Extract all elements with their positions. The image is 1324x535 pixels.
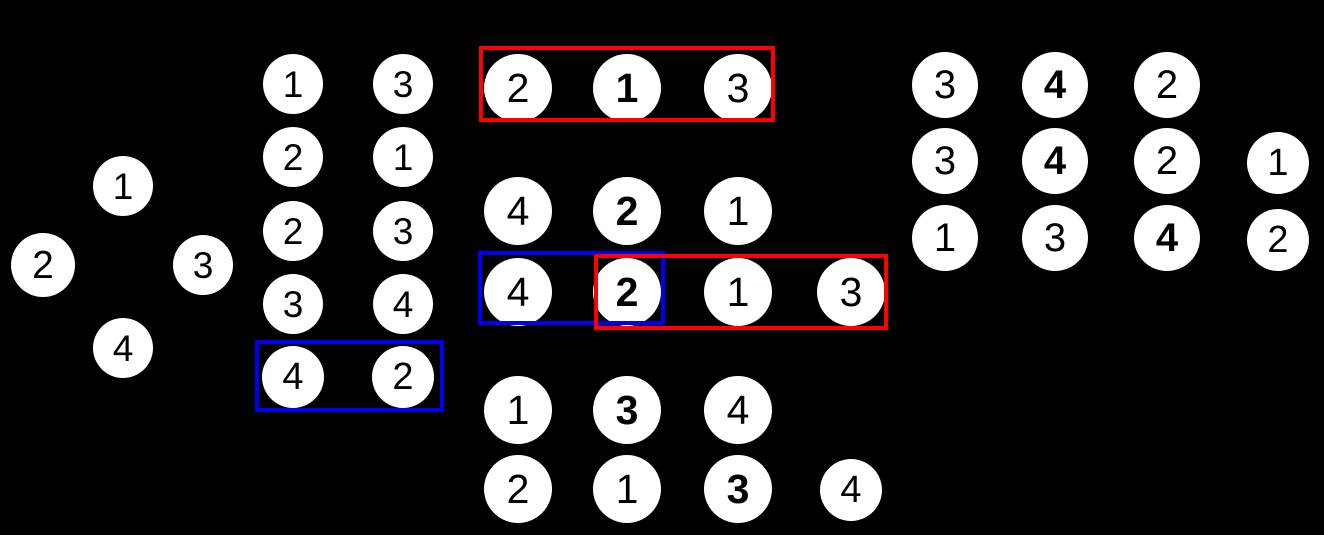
- node-2[interactable]: 2: [484, 455, 552, 523]
- node-4[interactable]: 4: [373, 274, 433, 334]
- node-1[interactable]: 1: [912, 205, 978, 271]
- node-2[interactable]: 2: [263, 127, 323, 187]
- highlight-box-red: [479, 46, 775, 122]
- highlight-box-red: [594, 254, 888, 330]
- node-4[interactable]: 4: [93, 318, 153, 378]
- highlight-box-blue: [478, 251, 665, 325]
- node-3[interactable]: 3: [593, 376, 661, 444]
- node-4[interactable]: 4: [484, 258, 552, 326]
- node-4[interactable]: 4: [820, 459, 882, 521]
- node-4[interactable]: 4: [262, 346, 324, 408]
- node-3[interactable]: 3: [373, 54, 433, 114]
- node-1[interactable]: 1: [484, 376, 552, 444]
- node-1[interactable]: 1: [704, 258, 772, 326]
- node-2[interactable]: 2: [1134, 52, 1200, 118]
- node-1[interactable]: 1: [704, 177, 772, 245]
- node-4[interactable]: 4: [704, 376, 772, 444]
- node-3[interactable]: 3: [263, 274, 323, 334]
- node-1[interactable]: 1: [593, 54, 661, 122]
- node-2[interactable]: 2: [1134, 128, 1200, 194]
- node-1[interactable]: 1: [263, 54, 323, 114]
- node-4[interactable]: 4: [1134, 205, 1200, 271]
- node-3[interactable]: 3: [373, 201, 433, 261]
- node-3[interactable]: 3: [704, 455, 772, 523]
- node-3[interactable]: 3: [173, 235, 233, 295]
- node-2[interactable]: 2: [11, 233, 75, 297]
- node-1[interactable]: 1: [93, 156, 153, 216]
- node-3[interactable]: 3: [912, 52, 978, 118]
- node-3[interactable]: 3: [817, 258, 885, 326]
- node-2[interactable]: 2: [263, 201, 323, 261]
- node-3[interactable]: 3: [704, 54, 772, 122]
- node-2[interactable]: 2: [593, 177, 661, 245]
- node-4[interactable]: 4: [1022, 52, 1088, 118]
- node-2[interactable]: 2: [484, 54, 552, 122]
- node-3[interactable]: 3: [912, 128, 978, 194]
- highlight-box-blue: [255, 340, 444, 412]
- node-4[interactable]: 4: [1022, 128, 1088, 194]
- node-1[interactable]: 1: [593, 455, 661, 523]
- node-3[interactable]: 3: [1022, 205, 1088, 271]
- node-1[interactable]: 1: [373, 127, 433, 187]
- node-4[interactable]: 4: [484, 177, 552, 245]
- node-2[interactable]: 2: [1247, 209, 1309, 271]
- node-2[interactable]: 2: [593, 258, 661, 326]
- node-1[interactable]: 1: [1247, 132, 1309, 194]
- node-2[interactable]: 2: [372, 346, 434, 408]
